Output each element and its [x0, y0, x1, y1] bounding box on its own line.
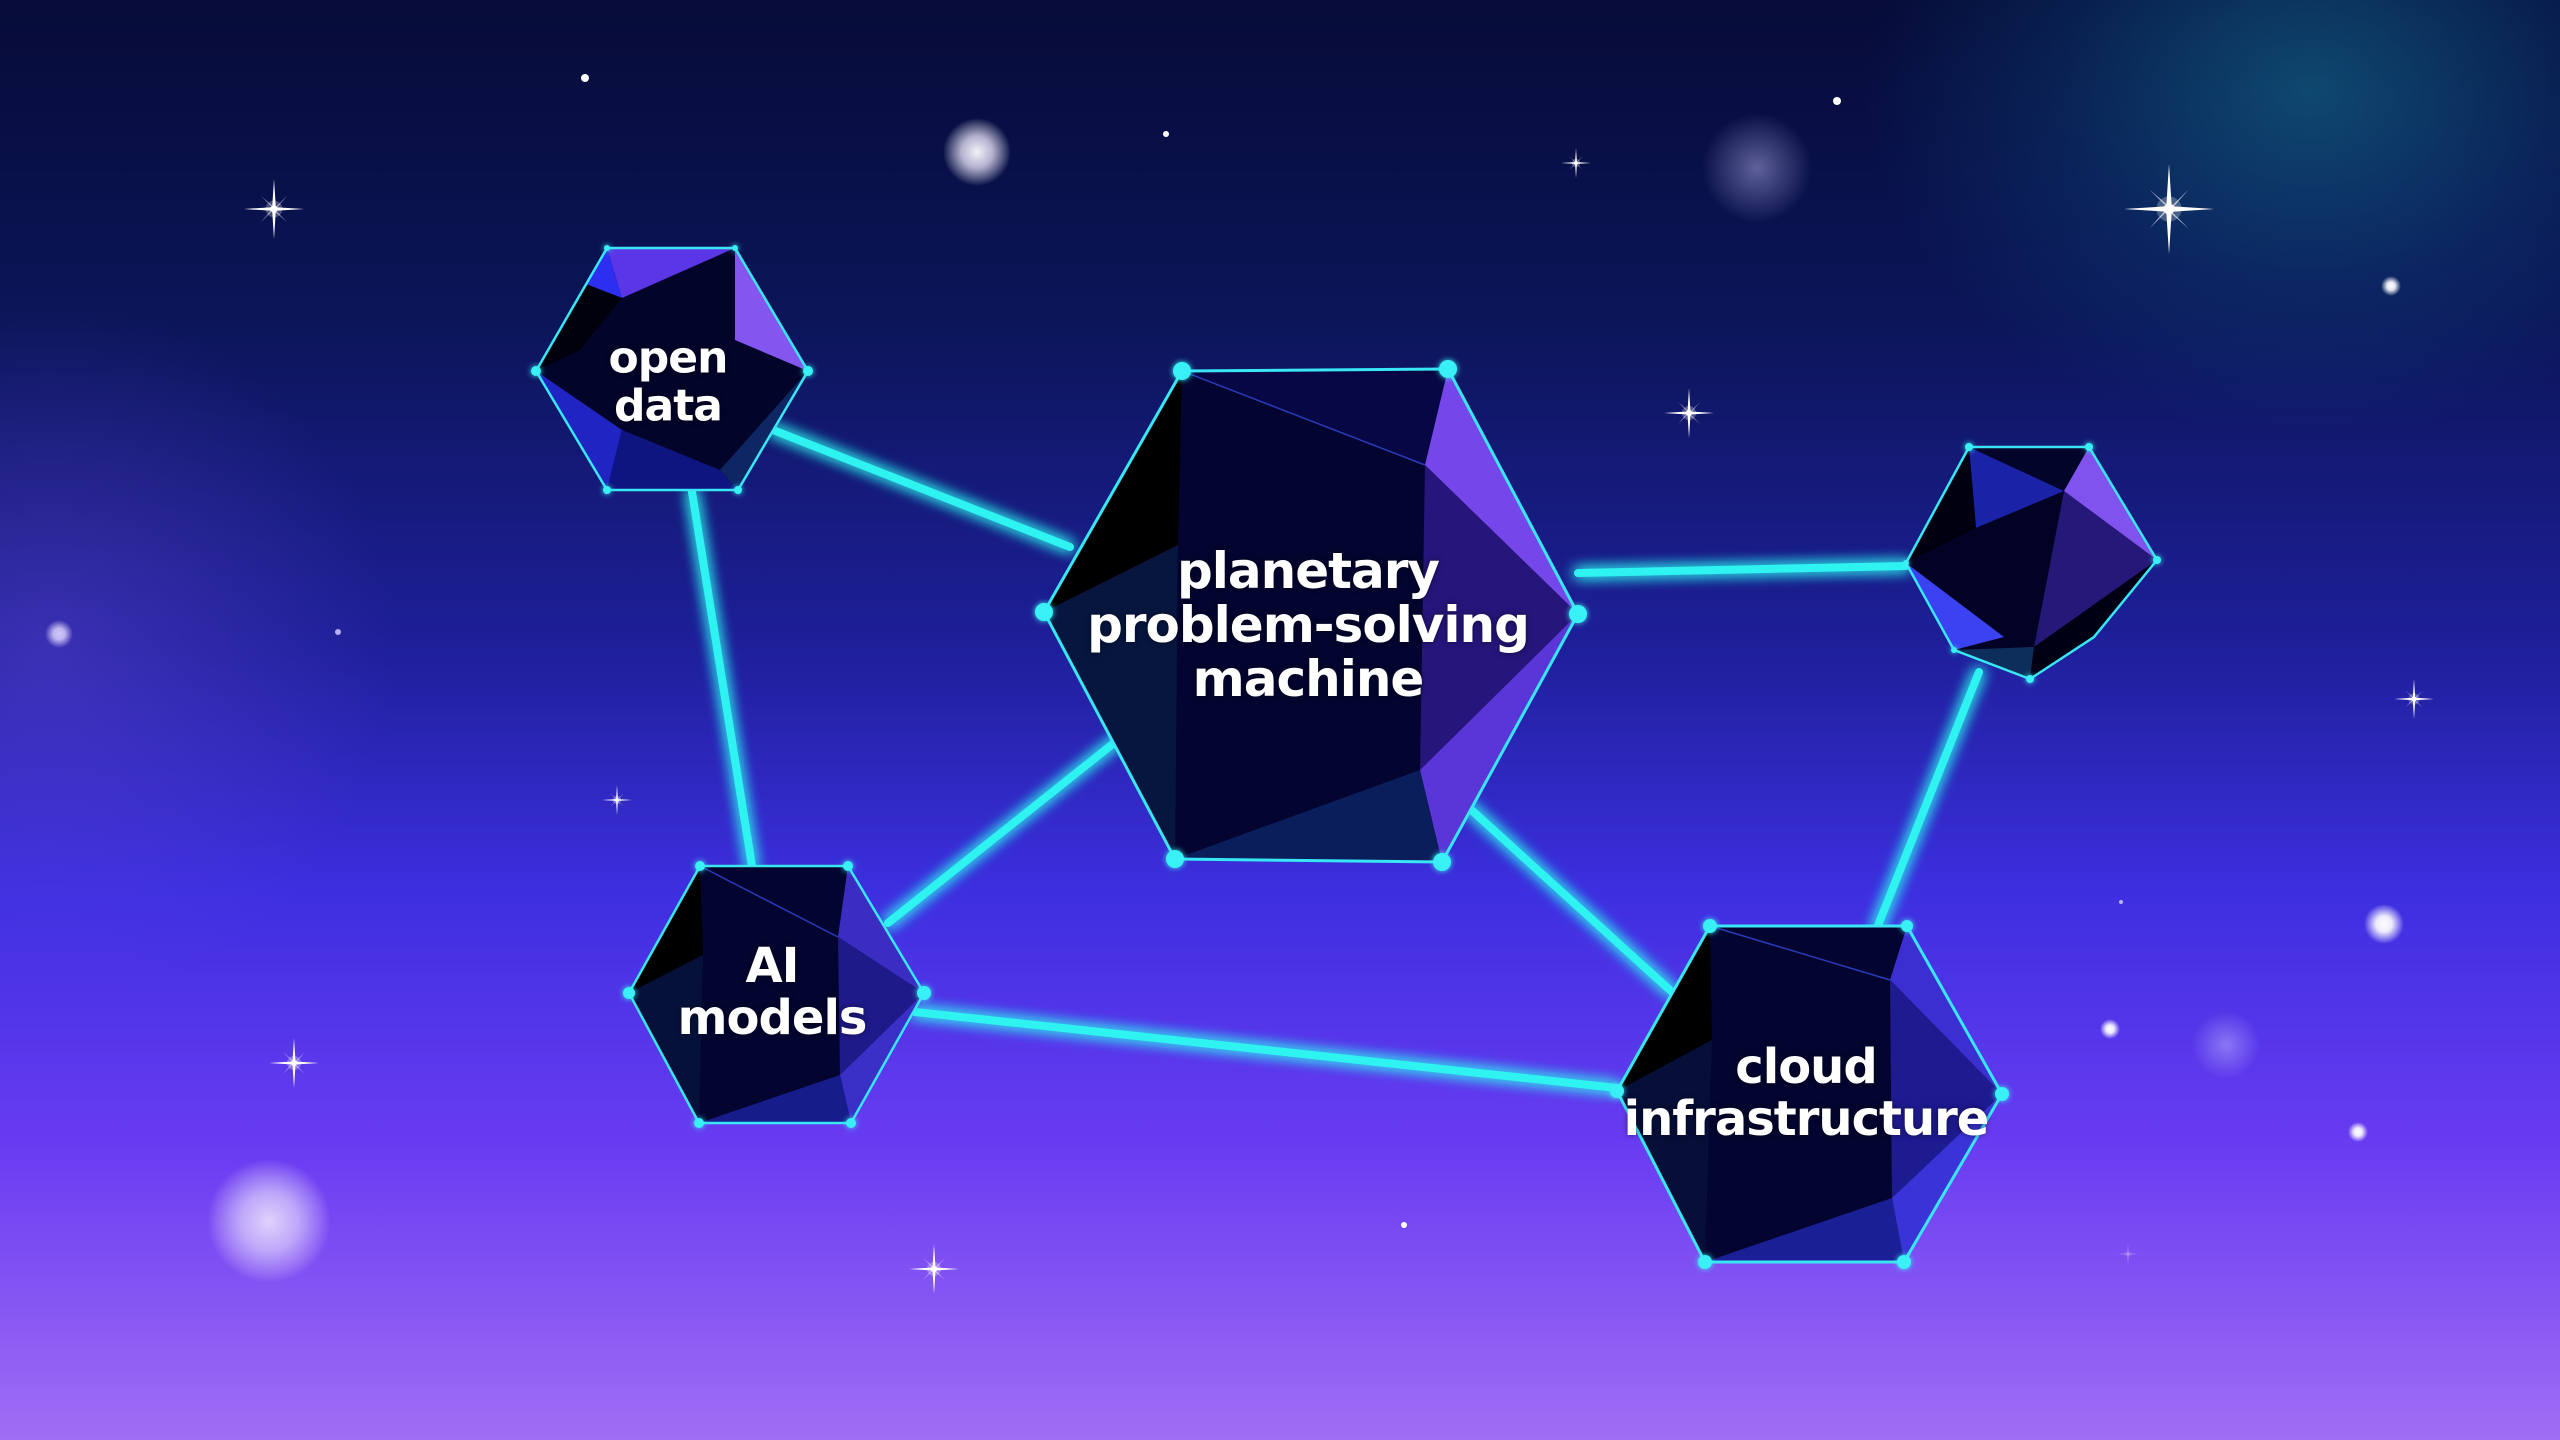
label-cloud-infrastructure: cloud infrastructure: [1623, 1039, 1990, 1147]
dot-star: [2381, 276, 2401, 296]
dot-star: [2364, 904, 2404, 944]
dot-star: [1401, 1222, 1407, 1228]
label-line: problem-solving: [1087, 596, 1530, 654]
edge-open-data-to-ai-models: [688, 488, 756, 870]
edge-machine-to-node: [1574, 562, 1910, 577]
edge-open-data-to-machine: [769, 426, 1074, 551]
glow-orb: [2192, 1011, 2260, 1079]
glow-orb: [207, 1159, 331, 1283]
node-unlabeled-icosahedron[interactable]: [1903, 443, 2161, 683]
node-open-data[interactable]: [531, 245, 813, 494]
dot-star: [2348, 1122, 2368, 1142]
edge-ai-models-to-cloud: [911, 1008, 1621, 1092]
dot-star: [45, 620, 73, 648]
label-line: AI: [745, 938, 799, 995]
label-line: open: [608, 332, 729, 384]
node-planetary-machine[interactable]: [1035, 360, 1587, 871]
label-line: models: [677, 990, 868, 1046]
glow-orb: [1702, 113, 1812, 223]
dot-star: [1833, 97, 1841, 105]
label-planetary-machine: planetary problem-solving machine: [1087, 542, 1530, 708]
edge-ai-models-to-machine: [884, 731, 1128, 927]
label-line: planetary: [1176, 542, 1440, 600]
dot-star: [2100, 1019, 2120, 1039]
edge-node-to-cloud: [1873, 668, 1983, 932]
dot-star: [581, 74, 589, 82]
node-ai-models[interactable]: [623, 861, 931, 1128]
dot-star: [2119, 900, 2123, 904]
dot-star: [1163, 131, 1169, 137]
label-open-data: open data: [608, 332, 729, 431]
glow-orb: [943, 118, 1011, 186]
label-line: machine: [1192, 650, 1425, 708]
label-line: cloud: [1735, 1039, 1877, 1096]
label-line: infrastructure: [1623, 1091, 1990, 1147]
dot-star: [335, 629, 341, 635]
edge-machine-to-cloud: [1463, 802, 1676, 996]
node-cloud-infrastructure[interactable]: [1610, 919, 2009, 1269]
label-ai-models: AI models: [677, 938, 868, 1046]
label-line: data: [614, 380, 723, 431]
